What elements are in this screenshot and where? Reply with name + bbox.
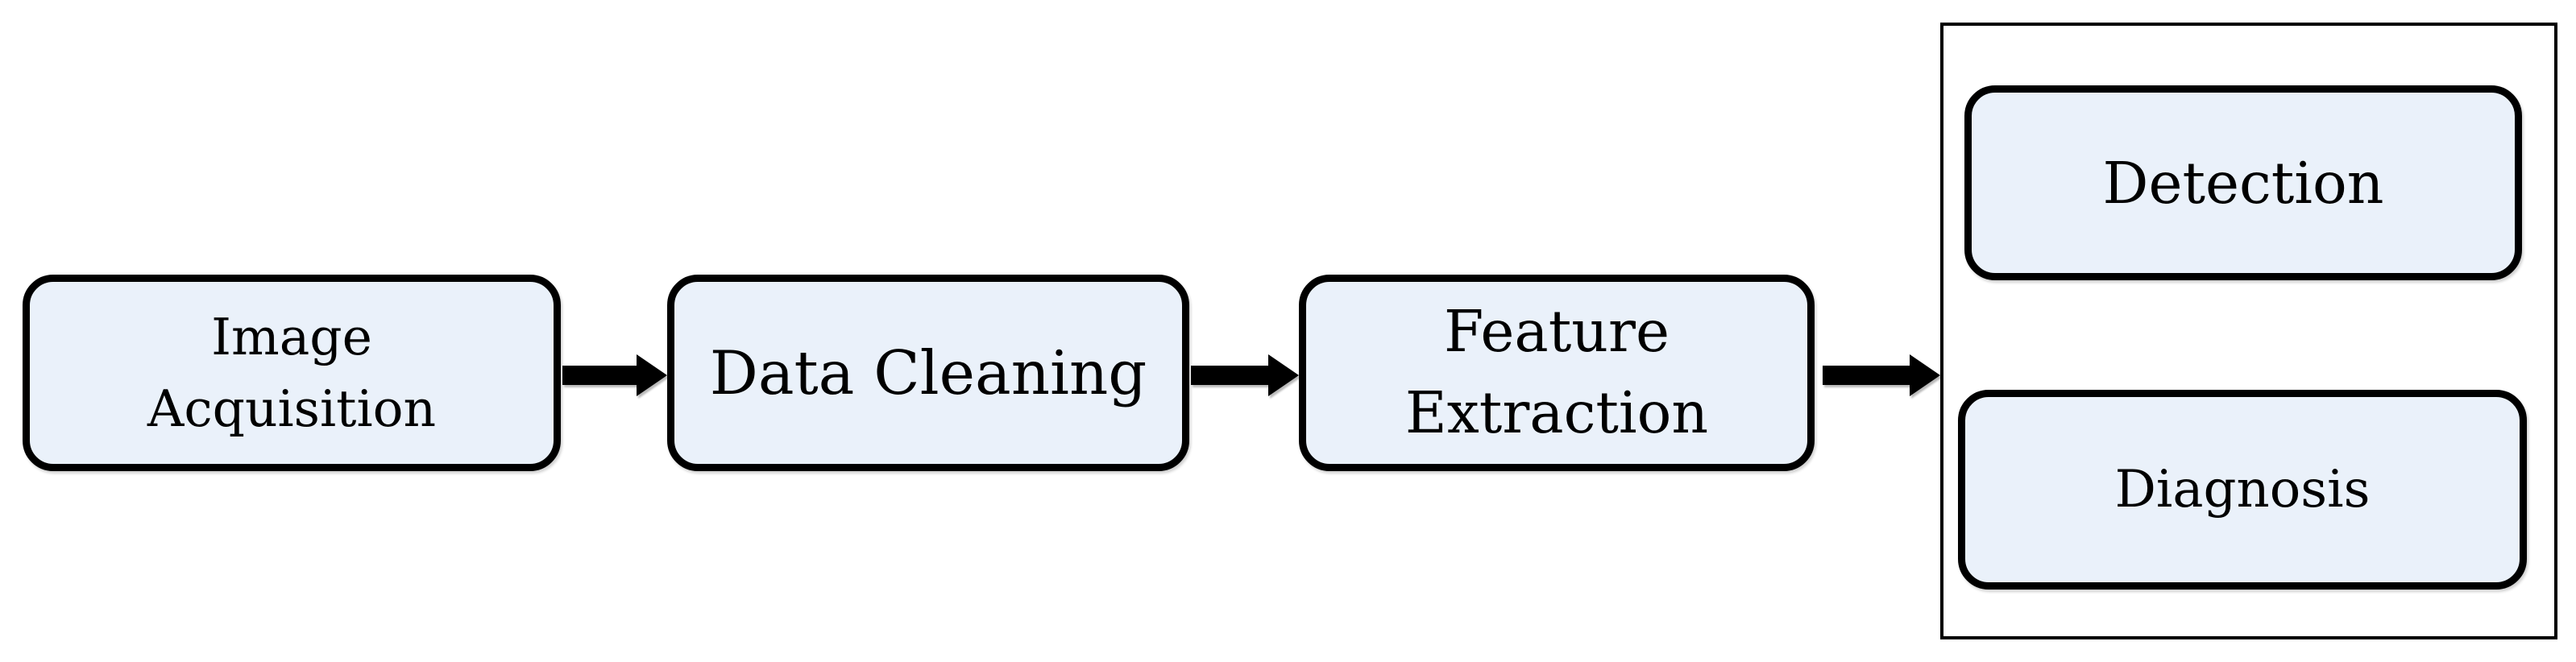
arrow-head-icon [1268,354,1299,396]
node-diagnosis-label: Diagnosis [2114,460,2371,519]
arrow-data-cleaning-to-feature-extraction [1191,354,1299,396]
node-image-acquisition: Image Acquisition [23,275,561,471]
arrow-head-icon [637,354,667,396]
arrow-feature-extraction-to-outputs-group [1823,354,1940,396]
arrow-shaft [1823,366,1910,385]
node-detection: Detection [1964,85,2522,280]
node-feature-extraction-label: Feature Extraction [1405,292,1708,454]
node-feature-extraction: Feature Extraction [1299,275,1815,471]
arrow-shaft [1191,366,1268,385]
node-image-acquisition-label: Image Acquisition [147,301,436,445]
outputs-group-box: Detection Diagnosis [1940,23,2557,639]
node-diagnosis: Diagnosis [1958,390,2527,590]
node-detection-label: Detection [2102,149,2384,217]
arrow-image-acquisition-to-data-cleaning [562,354,667,396]
node-data-cleaning-label: Data Cleaning [709,337,1147,408]
node-feature-extraction-line1: Feature [1444,298,1670,366]
node-image-acquisition-line2: Acquisition [147,379,437,438]
arrow-head-icon [1910,354,1940,396]
node-data-cleaning: Data Cleaning [667,275,1189,471]
node-image-acquisition-line1: Image [211,307,372,366]
node-feature-extraction-line2: Extraction [1404,379,1709,446]
arrow-shaft [562,366,637,385]
